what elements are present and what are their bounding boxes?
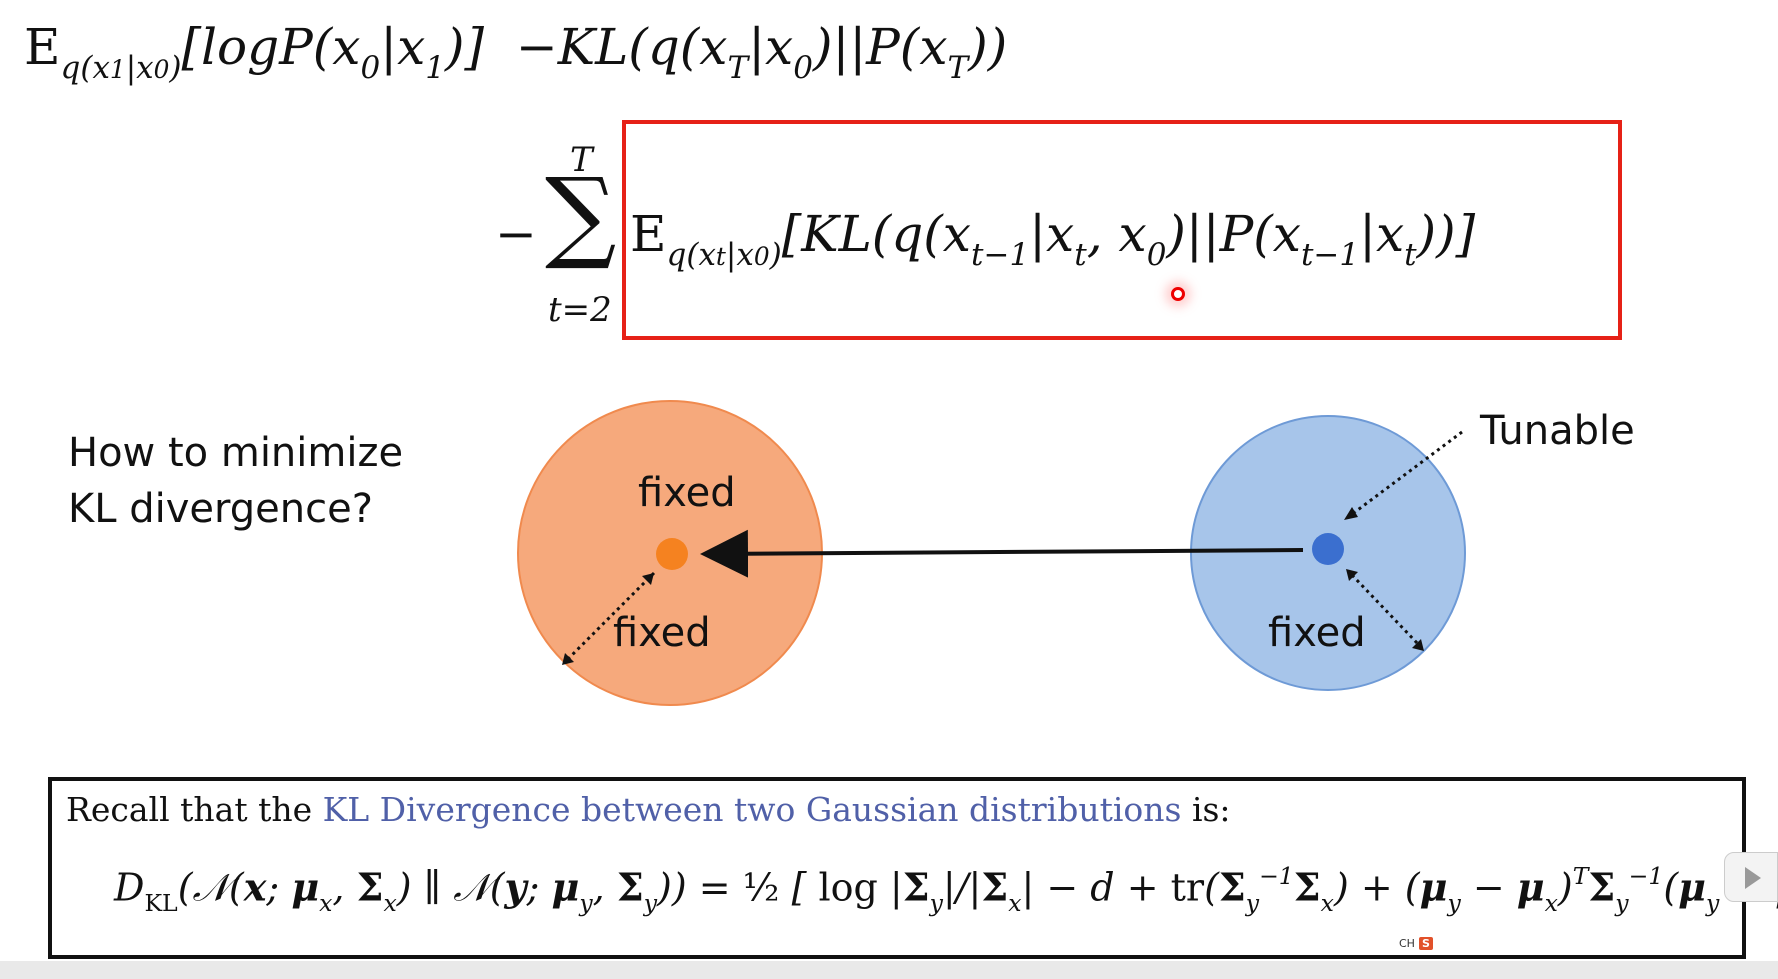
fixed-label-orange-variance: fixed (613, 610, 711, 656)
recall-highlight: KL Divergence between two Gaussian distr… (322, 790, 1182, 829)
tunable-label: Tunable (1480, 408, 1635, 454)
gaussian-diagram (517, 400, 1466, 706)
play-icon (1745, 867, 1761, 889)
summation-sign: ∑ (545, 156, 617, 273)
ime-badge: S (1418, 937, 1433, 950)
orange-mean-dot (656, 538, 688, 570)
ime-label: CH (1399, 937, 1415, 950)
highlight-box (622, 120, 1622, 340)
taskbar-strip (0, 961, 1778, 979)
elbo-formula-line1: Eq(x1|x0)[logP(x0|x1)] −KL(q(xT|x0)||P(x… (24, 18, 1008, 86)
question-text: How to minimize KL divergence? (68, 425, 403, 537)
recall-prefix: Recall that the (66, 790, 323, 829)
recall-suffix: is: (1181, 790, 1231, 829)
kl-term-formula: Eq(xt|x0)[KL(q(xt−1|xt, x0)||P(xt−1|xt))… (630, 205, 1476, 273)
question-line-2: KL divergence? (68, 486, 373, 532)
recall-sentence: Recall that the KL Divergence between tw… (66, 790, 1231, 829)
minus-sign: − (495, 205, 537, 263)
fixed-label-blue-variance: fixed (1268, 610, 1366, 656)
question-line-1: How to minimize (68, 430, 404, 476)
blue-variance-arrow (1350, 573, 1420, 646)
summation-upper-limit: T (570, 140, 593, 180)
tunable-arrow (1354, 430, 1463, 514)
summation-lower-limit: t=2 (548, 290, 612, 330)
mean-arrow (700, 529, 1304, 578)
kl-gaussian-formula: DKL(𝒩(x; μx, Σx) ∥ 𝒩(y; μy, Σy)) = ½ [ l… (114, 862, 1778, 918)
blue-mean-dot (1312, 533, 1344, 565)
side-play-button[interactable] (1724, 852, 1778, 902)
recall-box (48, 777, 1746, 959)
laser-pointer-cursor (1171, 287, 1185, 301)
fixed-label-orange-mean: fixed (638, 470, 736, 516)
